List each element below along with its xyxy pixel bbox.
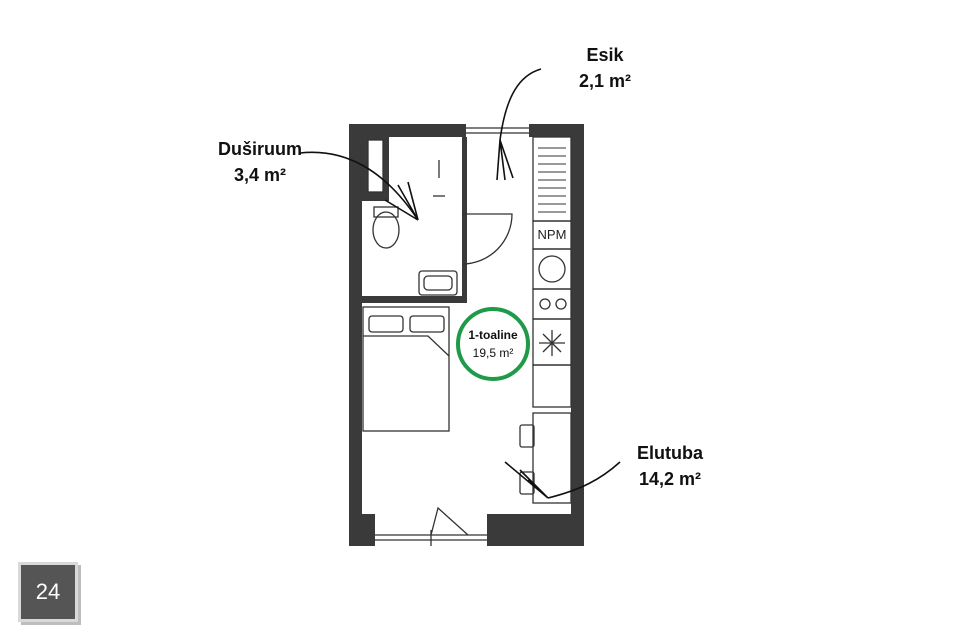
top-wall-left [349,124,466,137]
top-wall-right [529,124,584,137]
desk [532,412,572,504]
sink-basin [423,275,453,291]
room-name: Elutuba [637,443,703,463]
room-name: Duširuum [217,139,302,159]
pointer-arrows-esik [496,139,514,181]
room-label-dushiruum: Duširuum 3,4 m² [200,136,320,188]
pointer-line-dushiruum [299,151,419,221]
pillow [368,315,404,333]
pointer-arrows-elutuba [504,461,549,499]
room-label-esik: Esik 2,1 m² [560,42,650,94]
apartment-area: 19,5 m² [472,346,514,360]
wardrobe [532,136,572,222]
pointer-line-esik [499,68,542,141]
room-area: 2,1 m² [578,71,632,91]
pillow [409,315,445,333]
bath-door-swing [461,213,513,265]
stove-burner [555,298,567,310]
shaft-void [367,139,384,193]
kitchen-sink-bowl [538,255,566,283]
toilet-icon [372,211,400,249]
left-wall [349,124,362,546]
snowflake-icon [539,330,565,356]
npm-label: NPM [538,227,567,242]
apartment-type: 1-toaline [468,328,518,342]
pointer-arrows-dushiruum [384,181,419,221]
room-label-elutuba: Elutuba 14,2 m² [620,440,720,492]
walls [349,124,584,546]
bottom-wall-left [349,514,375,546]
pointer-line-elutuba [547,461,621,499]
bath-wall-right [462,137,467,303]
toilet-tank [373,206,399,218]
chair [519,424,535,448]
logo-badge: 24 [18,562,78,622]
kitchen-cabinet [532,364,572,408]
room-name: Esik [586,45,624,65]
apartment-summary-badge: 1-toaline 19,5 m² [456,307,530,381]
stove [532,288,572,320]
wardrobe-hangers [538,147,566,213]
bed [362,306,450,432]
stove-burner [539,298,551,310]
sink-icon [418,270,458,296]
balcony-door-swing [430,506,469,536]
bath-wall-bottom [359,296,462,303]
room-area: 3,4 m² [233,165,287,185]
bottom-wall-right [487,514,584,546]
right-wall [571,124,584,546]
room-area: 14,2 m² [638,469,702,489]
bed-blanket [363,335,450,357]
